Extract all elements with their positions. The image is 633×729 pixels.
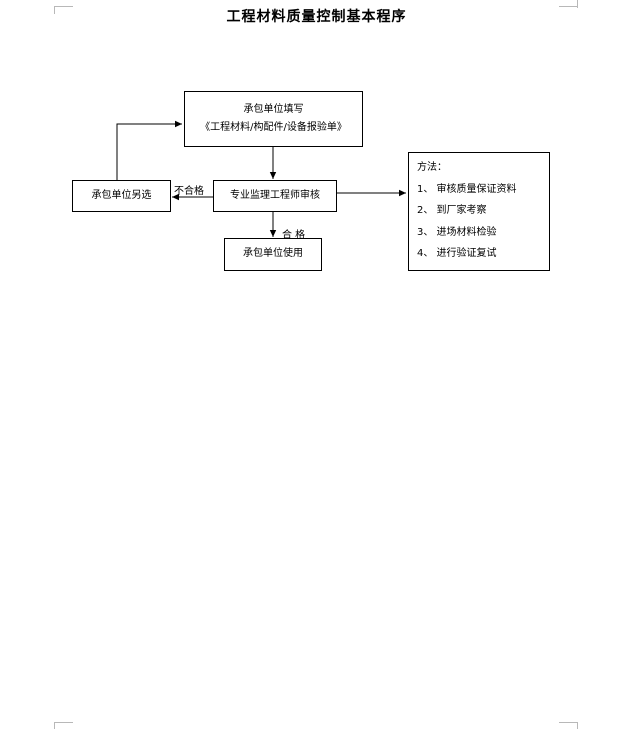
crop-mark-top-left [54,6,55,14]
submit-box-line2: 《工程材料/构配件/设备报验单》 [200,121,347,133]
reject-box-label: 承包单位另选 [91,189,152,201]
crop-mark-top-right [577,0,578,8]
crop-mark-bottom-right [577,722,578,729]
document-title: 工程材料质量控制基本程序 [226,9,407,25]
contractor-use-box: 承包单位使用 [224,238,322,271]
crop-mark-top-right [559,6,577,7]
submit-box-line1: 承包单位填写 [243,104,304,115]
methods-box: 方法： 1、 审核质量保证资料 2、 到厂家考察 3、 进场材料检验 4、 进行… [408,152,550,271]
contractor-reselect-box: 承包单位另选 [72,180,171,212]
arrow-reject-to-submit [116,120,182,180]
crop-mark-bottom-left [54,722,55,729]
crop-mark-bottom-left [54,722,73,723]
submit-application-box: 承包单位填写 《工程材料/构配件/设备报验单》 [184,91,363,147]
methods-heading: 方法： [417,162,447,173]
pass-label: 合 格 [282,230,306,241]
method-item: 3、 进场材料检验 [417,227,497,238]
crop-mark-bottom-right [559,722,577,723]
method-item: 1、 审核质量保证资料 [417,184,517,195]
review-box-label: 专业监理工程师审核 [230,189,320,201]
supervisor-review-box: 专业监理工程师审核 [213,180,337,212]
method-item: 2、 到厂家考察 [417,205,487,216]
use-box-label: 承包单位使用 [243,248,303,260]
crop-mark-top-left [55,6,73,7]
method-item: 4、 进行验证复试 [417,248,497,259]
reject-label: 不合格 [174,186,204,197]
